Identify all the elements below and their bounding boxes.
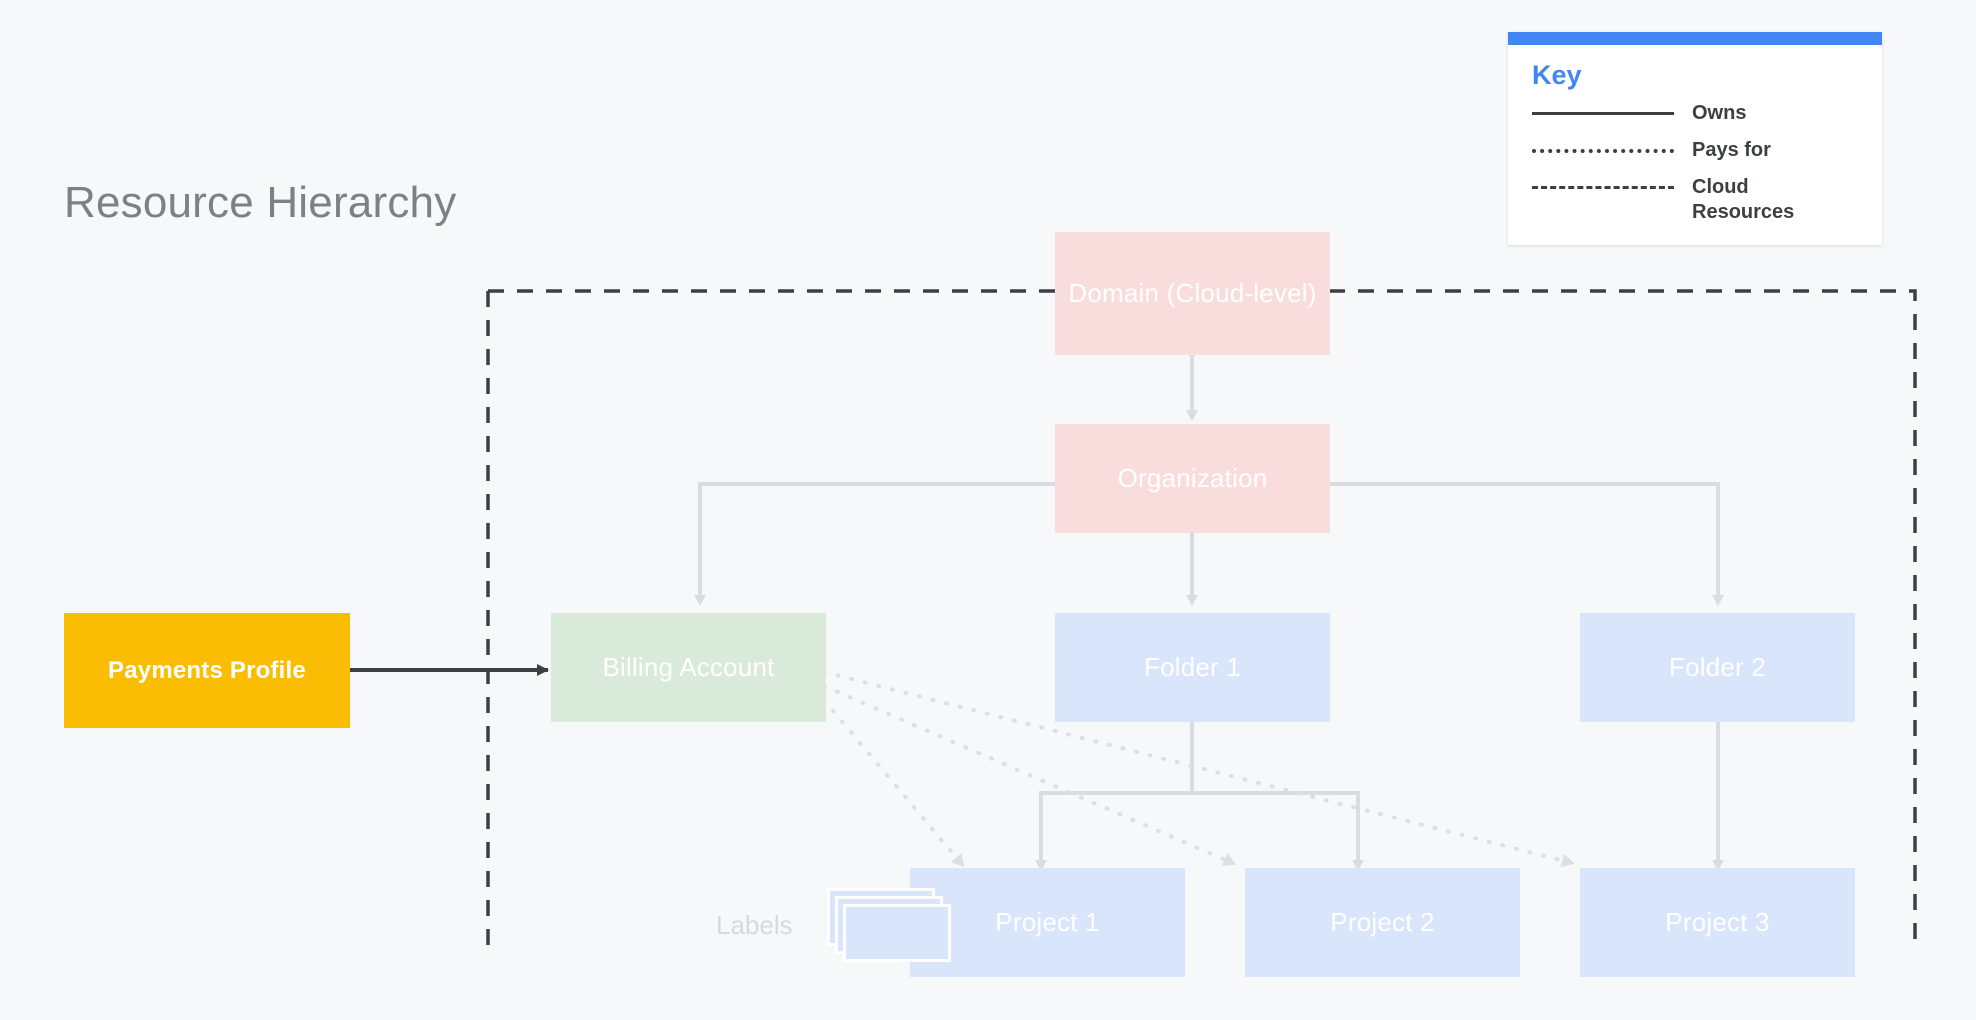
node-folder-2[interactable]: Folder 2	[1580, 613, 1855, 722]
legend-line-dotted-icon	[1532, 140, 1674, 160]
legend-accent-bar	[1508, 32, 1882, 45]
legend-item-owns: Owns	[1532, 101, 1858, 136]
node-folder-1[interactable]: Folder 1	[1055, 613, 1330, 722]
node-domain[interactable]: Domain (Cloud-level)	[1055, 232, 1330, 355]
legend-item-cloud-resources-label: Cloud Resources	[1692, 175, 1795, 223]
node-project-1-label: Project 1	[995, 907, 1100, 937]
node-project-2[interactable]: Project 2	[1245, 868, 1520, 977]
node-payments-profile-label: Payments Profile	[108, 656, 306, 684]
node-domain-label: Domain (Cloud-level)	[1068, 278, 1317, 308]
edge-folder1-project2	[1190, 722, 1364, 871]
node-folder-1-label: Folder 1	[1144, 652, 1241, 682]
stacked-card-front	[843, 904, 951, 962]
node-organization[interactable]: Organization	[1055, 424, 1330, 533]
stacked-cards-icon	[827, 888, 957, 966]
node-billing-account[interactable]: Billing Account	[551, 613, 826, 722]
legend-panel: Key Owns Pays for Cloud Resources	[1508, 32, 1882, 245]
legend-line-solid-icon	[1532, 103, 1674, 123]
legend-body: Key Owns Pays for Cloud Resources	[1508, 45, 1882, 245]
edge-folder1-project1	[1035, 722, 1194, 871]
legend-item-cloud-resources: Cloud Resources	[1532, 175, 1858, 225]
page-title: Resource Hierarchy	[64, 178, 457, 227]
node-payments-profile[interactable]: Payments Profile	[64, 613, 350, 728]
legend-title: Key	[1532, 60, 1582, 90]
edge-billing-project1	[822, 698, 965, 868]
node-project-3[interactable]: Project 3	[1580, 868, 1855, 977]
legend-item-owns-label: Owns	[1692, 101, 1747, 124]
node-project-3-label: Project 3	[1665, 907, 1770, 937]
node-project-2-label: Project 2	[1330, 907, 1435, 937]
labels-caption: Labels	[716, 910, 793, 940]
legend-line-dashed-icon	[1532, 177, 1674, 197]
node-billing-account-label: Billing Account	[602, 652, 775, 682]
node-organization-label: Organization	[1117, 463, 1268, 493]
node-folder-2-label: Folder 2	[1669, 652, 1766, 682]
legend-item-pays-for: Pays for	[1532, 138, 1858, 173]
legend-item-pays-for-label: Pays for	[1692, 138, 1771, 161]
node-project-1[interactable]: Project 1	[910, 868, 1185, 977]
